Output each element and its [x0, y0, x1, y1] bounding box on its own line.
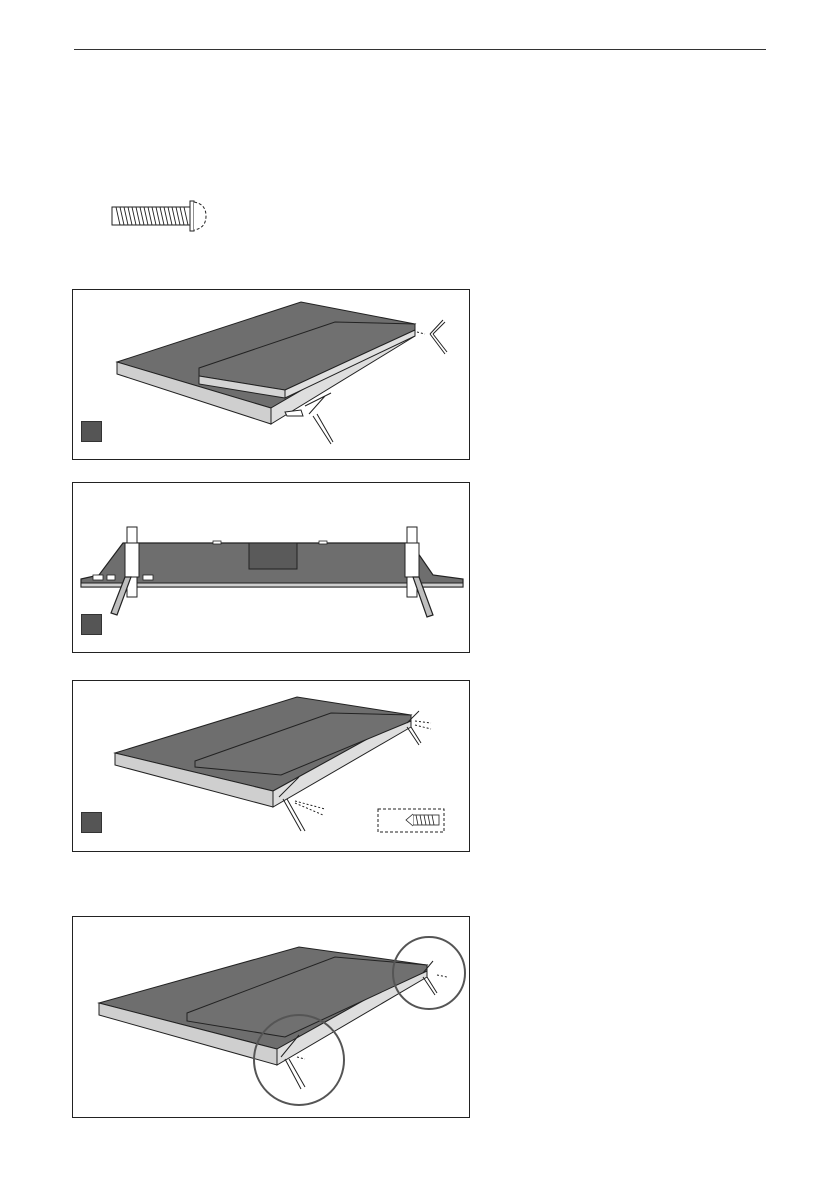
header-rule [74, 49, 766, 50]
step-marker [81, 421, 102, 442]
figure-step-2 [72, 482, 470, 653]
figure-step-3 [72, 680, 470, 852]
tv-face-down-stand-insert-icon [73, 290, 470, 460]
figure-step-1 [72, 289, 470, 460]
tv-stands-screwed-icon [73, 681, 470, 852]
screw-icon [108, 198, 208, 234]
tv-rear-view-stands-icon [73, 483, 470, 653]
step-marker [81, 812, 102, 833]
tv-stands-detail-circles-icon [73, 917, 470, 1118]
figure-result [72, 916, 470, 1118]
step-marker [81, 614, 102, 635]
